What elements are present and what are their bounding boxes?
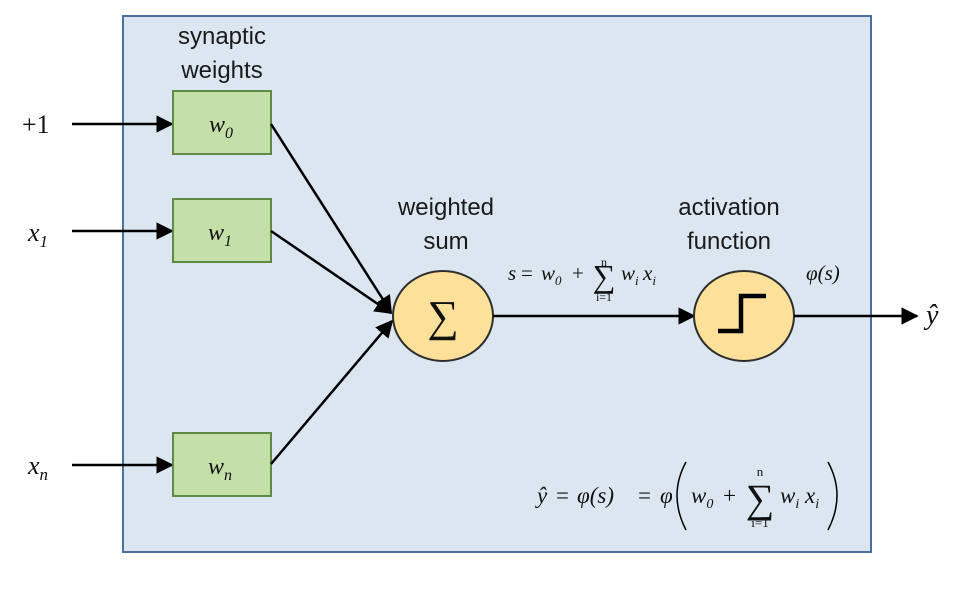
input-label-x1: x1 [27, 218, 48, 251]
svg-text:φ: φ [660, 483, 673, 508]
svg-text:xi: xi [804, 483, 819, 512]
svg-text:ŷ: ŷ [535, 483, 548, 508]
connection-wn-sum [270, 319, 394, 465]
sum-header-line2: sum [423, 228, 468, 255]
svg-text:w0: w0 [691, 483, 713, 512]
svg-text:wn: wn [208, 454, 232, 484]
weights-header-line2: weights [180, 57, 262, 84]
svg-text:n: n [757, 464, 764, 479]
activation-header-line1: activation [678, 194, 779, 221]
sigma-icon: ∑ [427, 292, 458, 341]
sum-header-line1: weighted [397, 194, 494, 221]
sum-formula: s = w0 + n ∑ i=1 wi xi [508, 255, 656, 304]
activation-header-line2: function [687, 228, 771, 255]
left-paren [676, 461, 687, 531]
svg-text:s: s [508, 261, 516, 285]
svg-text:∑: ∑ [746, 476, 775, 521]
svg-text:i=1: i=1 [751, 515, 768, 530]
svg-text:=: = [556, 483, 569, 508]
step-function-icon [718, 293, 766, 334]
connection-w1-sum [270, 229, 393, 315]
activation-node [693, 270, 795, 362]
connection-w0-sum [269, 123, 393, 314]
weight-box-w0: w0 [172, 90, 272, 155]
svg-text:n: n [601, 255, 607, 269]
activation-output-label: φ(s) [806, 261, 840, 285]
svg-text:wi: wi [780, 483, 799, 512]
weights-header-line1: synaptic [178, 23, 266, 50]
weight-box-wn: wn [172, 432, 272, 497]
right-paren [827, 461, 838, 531]
svg-text:i=1: i=1 [596, 290, 612, 304]
svg-text:=: = [521, 261, 533, 285]
output-label-yhat: ŷ [923, 300, 939, 331]
summation-node: ∑ [392, 270, 494, 362]
svg-text:xi: xi [642, 261, 656, 288]
svg-text:+: + [572, 261, 584, 285]
svg-text:wi: wi [621, 261, 639, 288]
svg-text:w0: w0 [541, 261, 562, 288]
svg-text:φ(s): φ(s) [577, 483, 614, 508]
svg-text:∑: ∑ [593, 258, 616, 294]
svg-text:w1: w1 [208, 220, 232, 250]
input-label-bias: +1 [22, 110, 50, 139]
svg-text:=: = [638, 483, 651, 508]
input-label-xn: xn [27, 451, 48, 484]
weight-box-w1: w1 [172, 198, 272, 263]
svg-text:+: + [723, 483, 736, 508]
svg-text:w0: w0 [209, 112, 233, 142]
output-formula: ŷ = φ(s) = φ w0 + n ∑ i=1 wi xi [535, 461, 838, 531]
